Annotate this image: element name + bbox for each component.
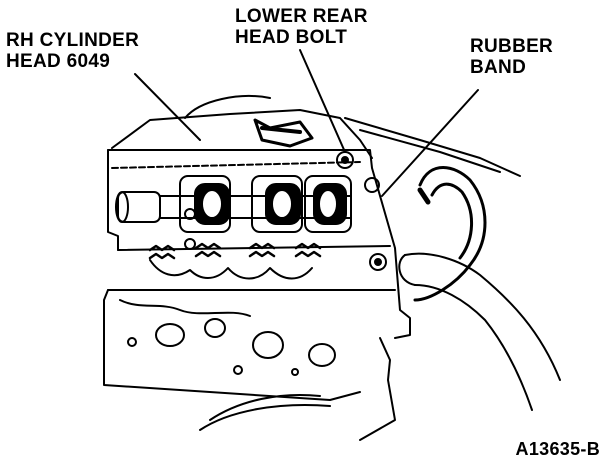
- callout-band-line1: RUBBER: [470, 36, 554, 57]
- intake-manifold: [111, 95, 521, 177]
- head-bolts: [184, 151, 387, 271]
- callout-bolt-line1: LOWER REAR: [235, 6, 368, 27]
- engine-block-lower: [199, 337, 396, 441]
- cylinder-head-body: [103, 149, 411, 401]
- callout-rubber-band: RUBBER BAND: [470, 36, 553, 78]
- callout-rh-line1: RH CYLINDER: [6, 30, 140, 51]
- callout-rh-line2: HEAD 6049: [6, 51, 111, 72]
- callout-band-line2: BAND: [470, 57, 527, 78]
- hose: [398, 252, 561, 411]
- head-casting-holes: [119, 299, 336, 376]
- callout-bolt-line2: HEAD BOLT: [235, 27, 348, 48]
- callout-rh-cylinder-head: RH CYLINDER HEAD 6049: [6, 30, 139, 72]
- leader-lines: [134, 49, 479, 197]
- cam-lobe-1: [179, 175, 231, 233]
- cam-lobe-2: [251, 175, 303, 233]
- valve-springs: [148, 242, 322, 260]
- cam-lobe-3: [304, 175, 352, 233]
- callout-lower-rear-head-bolt: LOWER REAR HEAD BOLT: [235, 6, 368, 48]
- rubber-band: [413, 166, 487, 302]
- figure-id: A13635-B: [515, 439, 600, 459]
